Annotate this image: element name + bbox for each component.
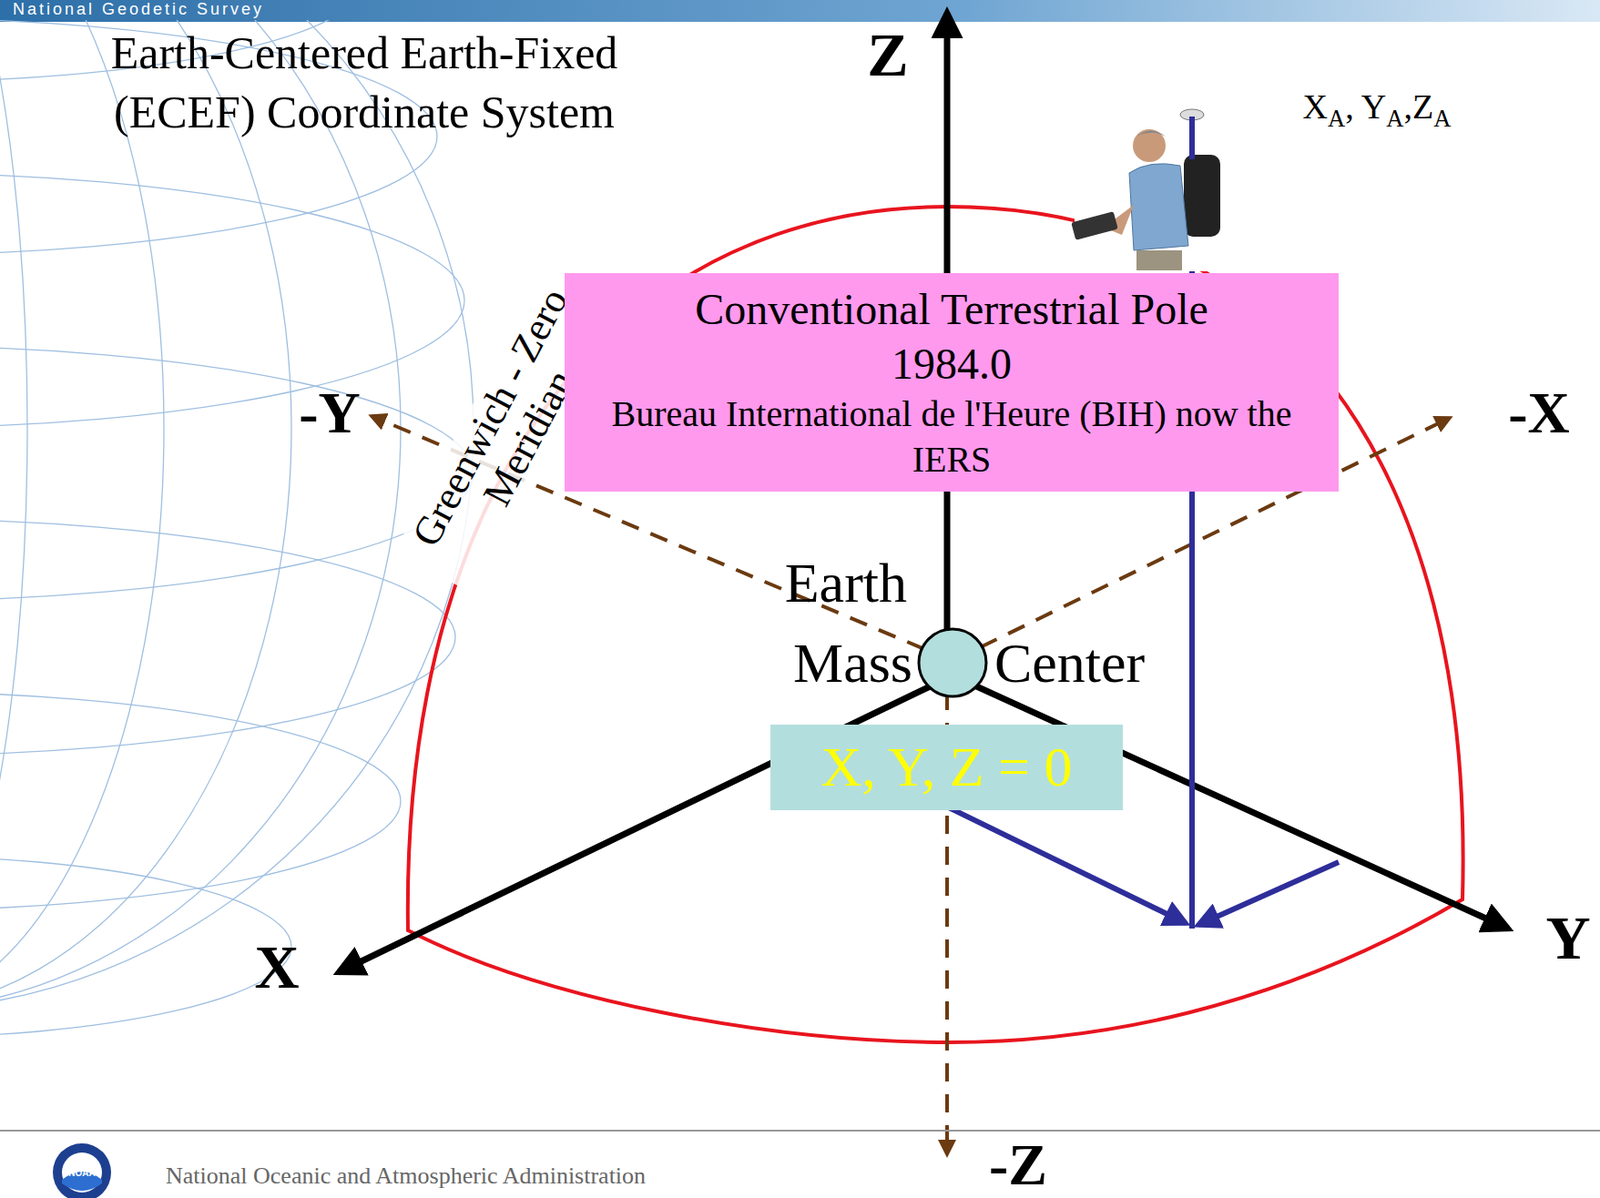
mass-center-label: Center [994, 631, 1145, 694]
positive-axes [338, 12, 1509, 973]
subscript: A [1385, 104, 1404, 133]
box-text: Bureau International de l'Heure (BIH) no… [579, 391, 1325, 483]
box-text: Conventional Terrestrial Pole [579, 282, 1325, 337]
mass-center-label: Mass [793, 631, 913, 694]
globe-grid [0, 20, 474, 1039]
negative-axes [371, 416, 1450, 1155]
axis-label: Z [866, 20, 908, 90]
header-bar [0, 0, 1600, 22]
footer-rule [0, 1130, 1600, 1132]
mass-center-dot [918, 629, 987, 697]
logo-text: NOAA [68, 1168, 95, 1179]
subscript: A [1433, 104, 1451, 133]
axis-label: -Y [298, 381, 361, 446]
axis-label: X [254, 933, 299, 1002]
point-coordinates: XA, YA,ZA [1303, 88, 1452, 133]
box-text: 1984.0 [579, 336, 1325, 392]
subscript: A [1327, 104, 1346, 133]
noaa-logo [52, 1143, 112, 1198]
footer-text: National Oceanic and Atmospheric Adminis… [165, 1163, 646, 1191]
slide-title: Earth-Centered Earth-Fixed (ECEF) Coordi… [36, 23, 693, 143]
pole-box: Conventional Terrestrial Pole1984.0Burea… [564, 273, 1339, 492]
axis-label: -X [1508, 381, 1570, 446]
axis-label: Y [1545, 904, 1590, 973]
box-text: X, Y, Z = 0 [779, 732, 1114, 804]
surveyor-figure [1070, 109, 1225, 272]
axis-label: -Z [988, 1133, 1048, 1198]
octant-outline [407, 206, 1464, 1043]
header-text: National Geodetic Survey [12, 0, 265, 20]
mass-center-label: Earth [784, 551, 908, 614]
origin-box: X, Y, Z = 0 [770, 724, 1123, 811]
